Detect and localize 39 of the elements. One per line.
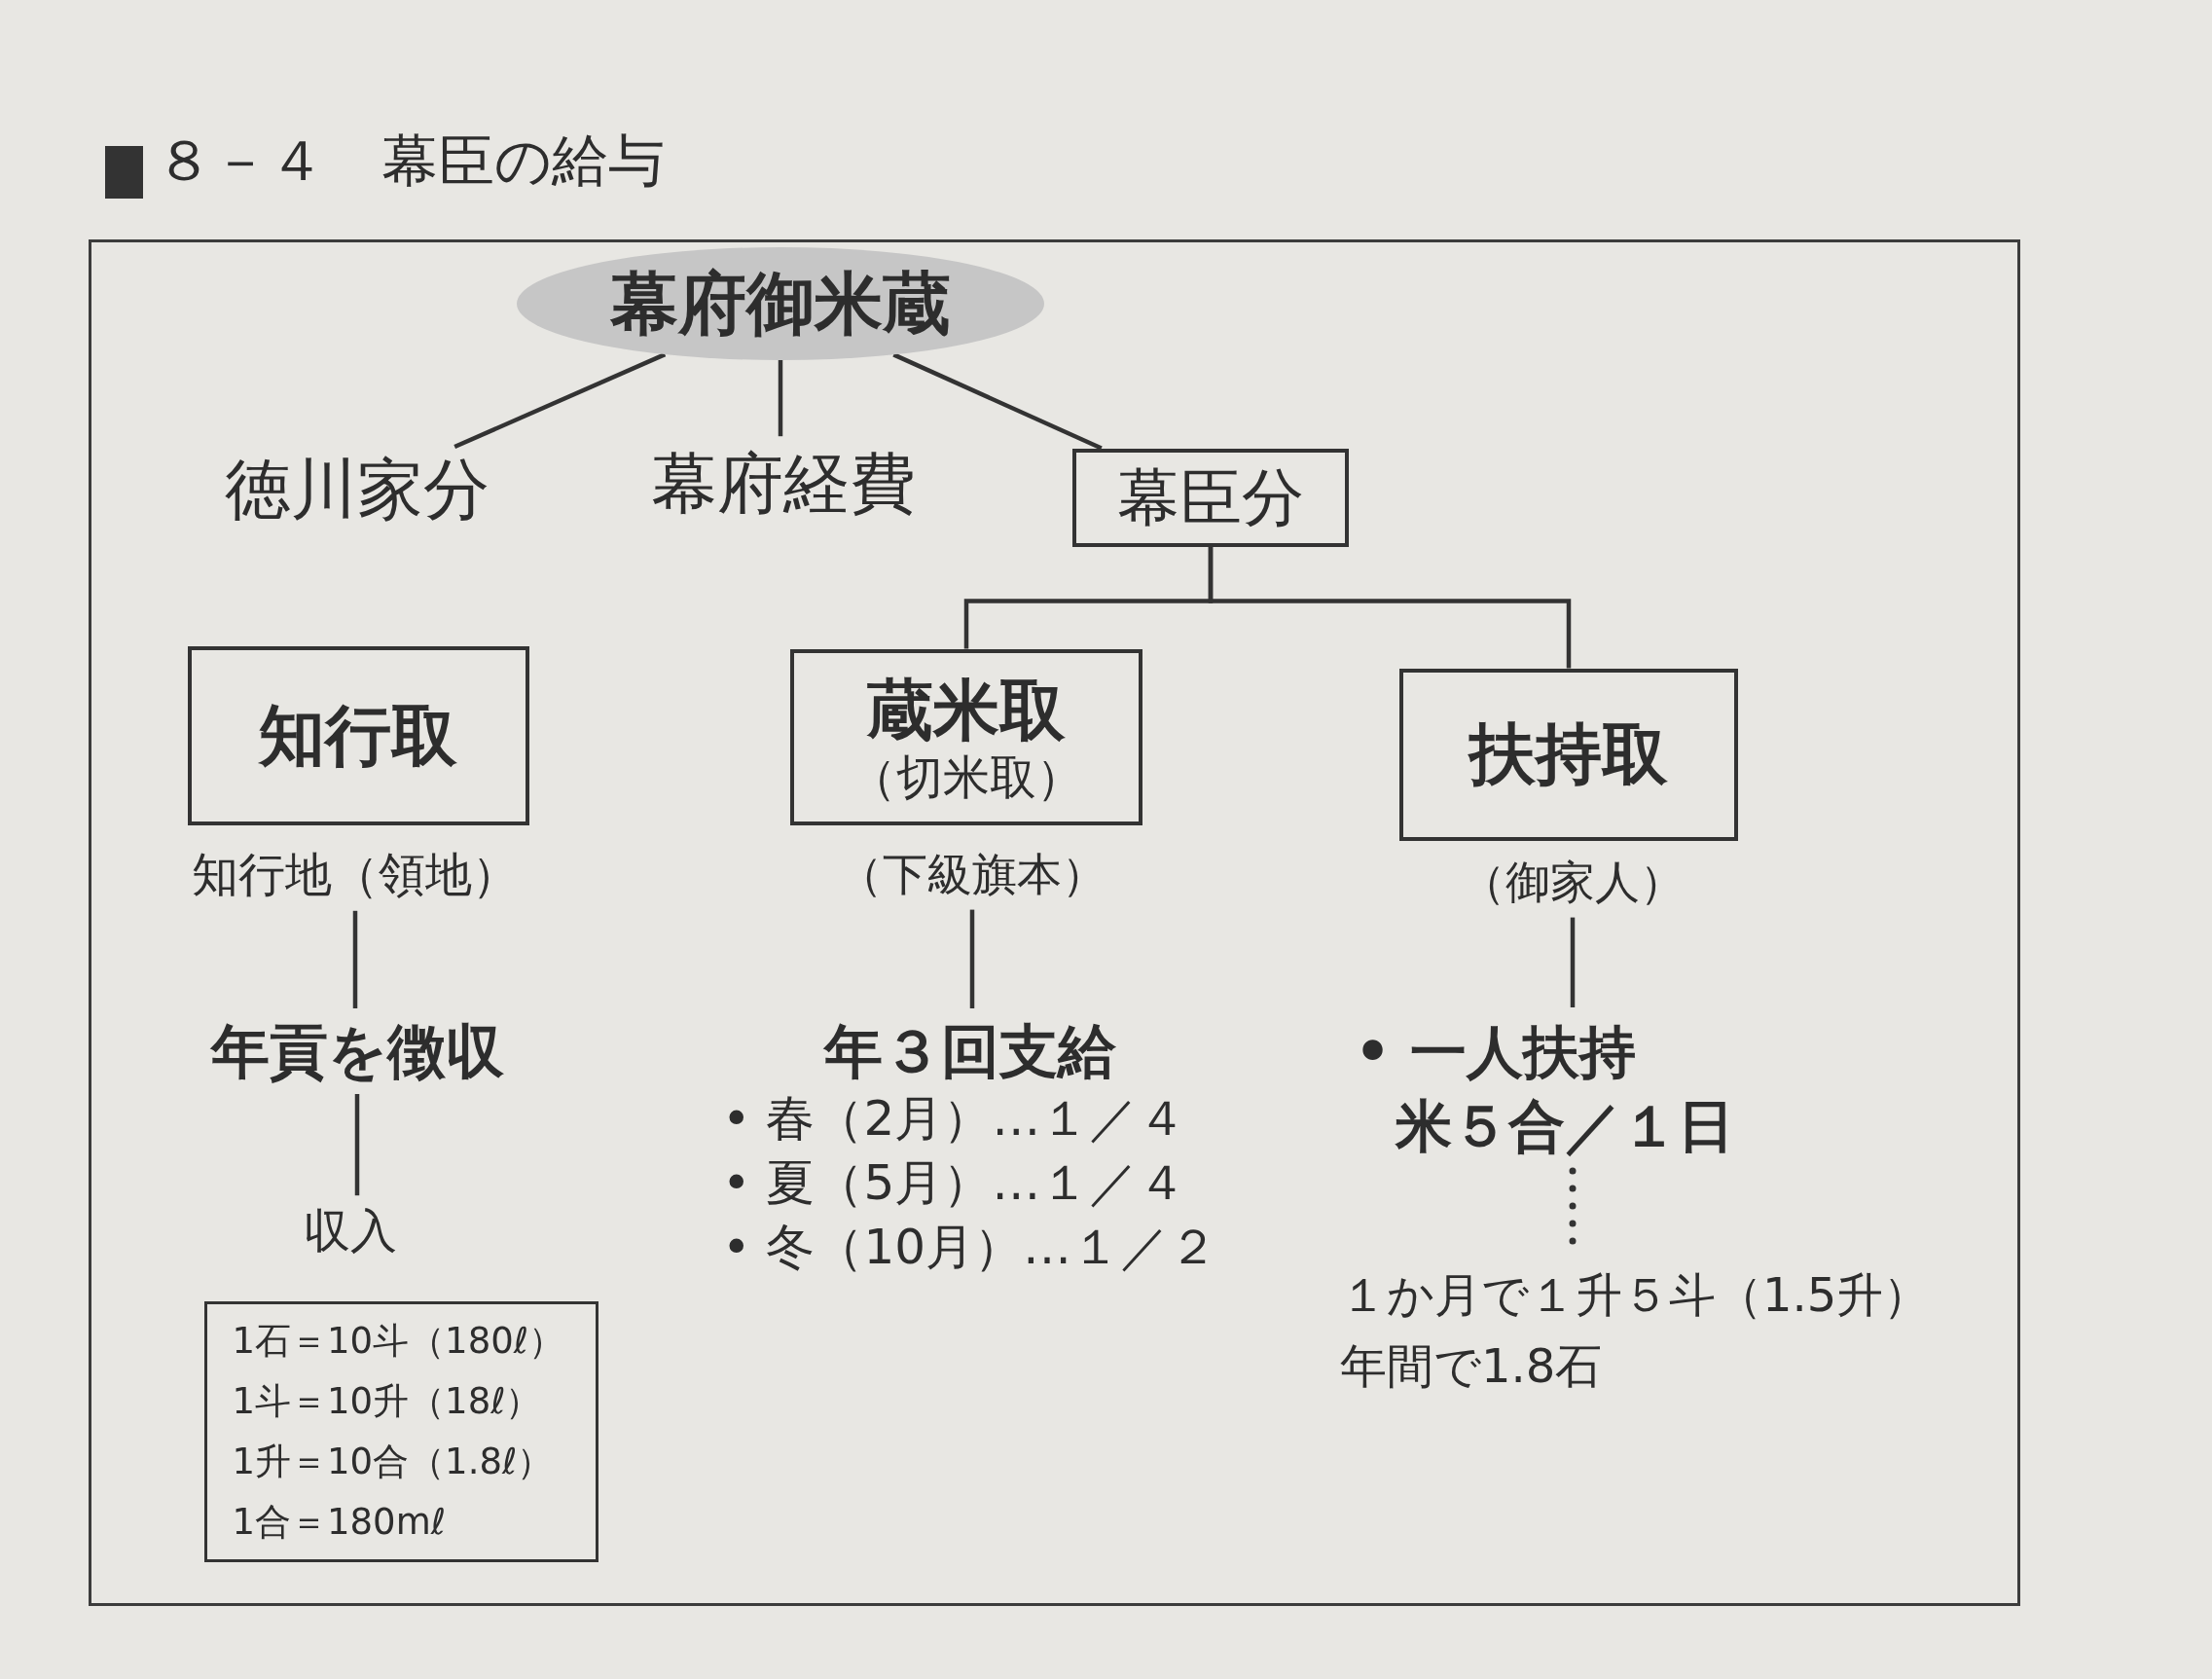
- node-label: 米５合／１日: [1396, 1092, 1734, 1161]
- note-text: １か月で１升５斗（1.5升）: [1340, 1266, 1931, 1324]
- conversion-line: 1石＝10斗（180ℓ）: [232, 1319, 565, 1364]
- node-label: 年３回支給: [823, 1016, 1116, 1086]
- caption-text: 知行地（領地）: [192, 847, 519, 903]
- node-label: 幕府経費: [651, 444, 916, 524]
- connector-line: [778, 360, 783, 437]
- connector-line: [1208, 546, 1572, 669]
- figure-title: ８－４ 幕臣の給与: [156, 128, 665, 194]
- node-label: 年貢を徴収: [210, 1016, 504, 1086]
- category-box: [187, 646, 529, 825]
- node-subtitle: （切米取）: [850, 749, 1083, 803]
- bullet-item: • 一人扶持: [1355, 1018, 1637, 1087]
- caption-text: （御家人）: [1461, 856, 1685, 910]
- note-text: 年間で1.8石: [1340, 1337, 1603, 1395]
- node-label: 収入: [304, 1203, 397, 1259]
- category-box: [1072, 448, 1349, 547]
- conversion-line: 1合＝180mℓ: [232, 1500, 446, 1545]
- node-title: 知行取: [259, 696, 457, 776]
- bullet-item: • 夏（5月）…１／４: [722, 1153, 1187, 1213]
- note-box: [203, 1301, 598, 1562]
- connector-line: [1570, 917, 1576, 1007]
- category-box: [790, 648, 1142, 825]
- connector-line: [892, 352, 1103, 451]
- node-title: 幕府御米蔵: [610, 263, 951, 345]
- node-label: 徳川家分: [225, 450, 490, 529]
- conversion-line: 1升＝10合（1.8ℓ）: [232, 1440, 554, 1484]
- connector-line: [453, 352, 667, 450]
- category-box: [1399, 668, 1738, 841]
- connector-line: [352, 910, 358, 1008]
- node-title: 蔵米取: [867, 671, 1066, 750]
- caption-text: （下級旗本）: [838, 848, 1106, 902]
- bullet-item: • 春（2月）…１／４: [722, 1089, 1187, 1149]
- connector-line: [354, 1094, 360, 1196]
- conversion-line: 1斗＝10升（18ℓ）: [232, 1379, 542, 1424]
- node-title: 幕臣分: [1117, 459, 1304, 535]
- connector-line: [969, 909, 975, 1008]
- bullet-item: • 冬（10月）…１／２: [722, 1218, 1217, 1277]
- node-title: 扶持取: [1469, 714, 1668, 794]
